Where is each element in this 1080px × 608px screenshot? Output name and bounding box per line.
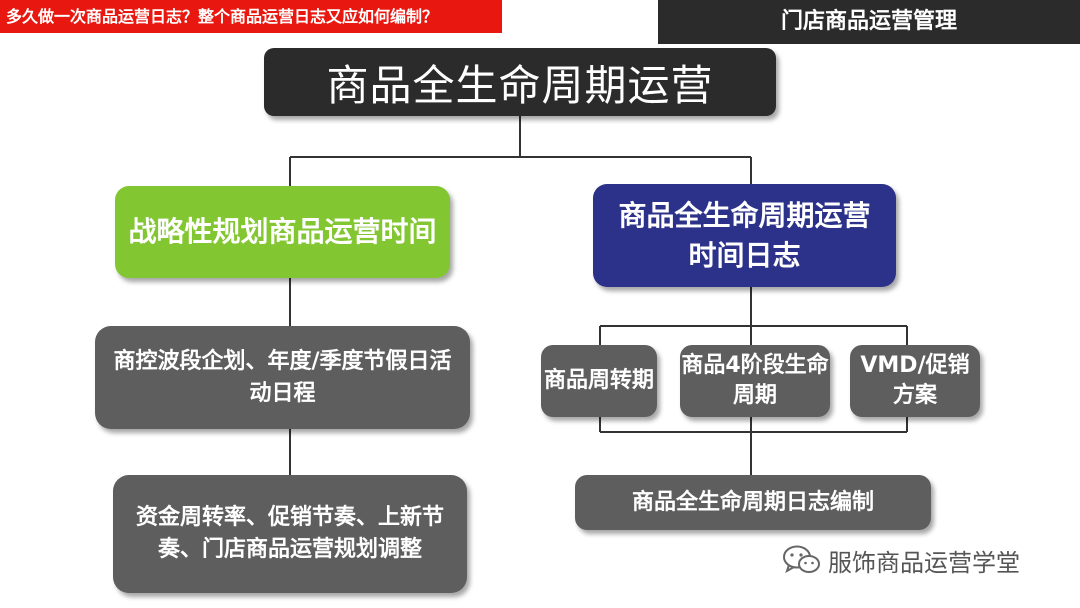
header-banner-question: 多久做一次商品运营日志？整个商品运营日志又应如何编制？ xyxy=(0,0,502,33)
right-child-vmd: VMD/促销方案 xyxy=(850,345,980,417)
right-child-lifecycle: 商品4阶段生命周期 xyxy=(680,345,830,417)
header-banner-section: 门店商品运营管理 xyxy=(658,0,1080,44)
right-result-log: 商品全生命周期日志编制 xyxy=(575,475,931,530)
left-item-planning: 商控波段企划、年度/季度节假日活动日程 xyxy=(95,326,470,429)
watermark: 服饰商品运营学堂 xyxy=(782,540,1020,580)
right-child-turnover: 商品周转期 xyxy=(541,345,657,417)
left-branch-node: 战略性规划商品运营时间 xyxy=(115,186,450,278)
left-item-adjustment: 资金周转率、促销节奏、上新节奏、门店商品运营规划调整 xyxy=(113,475,467,593)
wechat-icon xyxy=(783,545,820,574)
watermark-label: 服饰商品运营学堂 xyxy=(828,548,1020,577)
right-branch-node: 商品全生命周期运营时间日志 xyxy=(593,184,896,287)
root-node: 商品全生命周期运营 xyxy=(264,48,776,116)
